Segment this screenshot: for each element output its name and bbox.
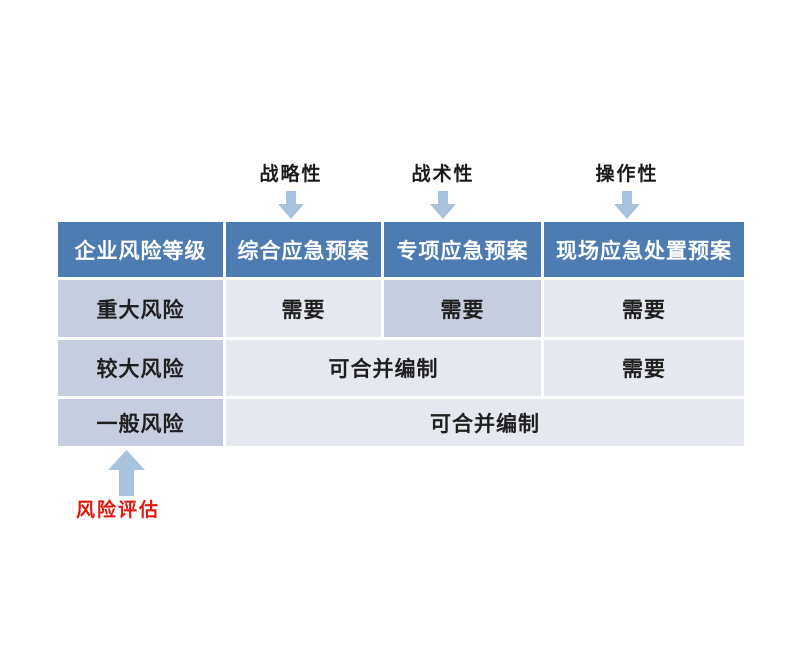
- header-cell-onsite-plan: 现场应急处置预案: [544, 222, 744, 277]
- plan-type-label-operational: 操作性: [595, 164, 659, 185]
- down-arrow-icon: [430, 191, 456, 219]
- down-arrow-icon: [278, 191, 304, 219]
- table-cell-highlighted: 需要: [384, 280, 541, 337]
- header-cell-special-plan: 专项应急预案: [384, 222, 541, 277]
- header-cell-comprehensive-plan: 综合应急预案: [226, 222, 381, 277]
- down-arrow-shape: [614, 191, 640, 219]
- down-arrow-shape: [278, 191, 304, 219]
- risk-assessment-label: 风险评估: [76, 500, 161, 521]
- table-cell-merged: 可合并编制: [226, 399, 744, 446]
- up-arrow-icon: [108, 450, 145, 496]
- level-cell-general-risk: 一般风险: [58, 399, 223, 446]
- down-arrow-icon: [614, 191, 640, 219]
- header-cell-risk-level: 企业风险等级: [58, 222, 223, 277]
- risk-plan-table: 企业风险等级 综合应急预案 专项应急预案 现场应急处置预案 重大风险 需要 需要…: [58, 222, 744, 446]
- table-cell-merged: 可合并编制: [226, 340, 541, 396]
- table-cell: 需要: [544, 340, 744, 396]
- plan-type-label-tactical: 战术性: [411, 164, 475, 185]
- plan-type-label-strategic: 战略性: [259, 164, 323, 185]
- down-arrow-shape: [430, 191, 456, 219]
- level-cell-larger-risk: 较大风险: [58, 340, 223, 396]
- table-cell: 需要: [226, 280, 381, 337]
- up-arrow-shape: [108, 450, 145, 496]
- table-cell: 需要: [544, 280, 744, 337]
- level-cell-major-risk: 重大风险: [58, 280, 223, 337]
